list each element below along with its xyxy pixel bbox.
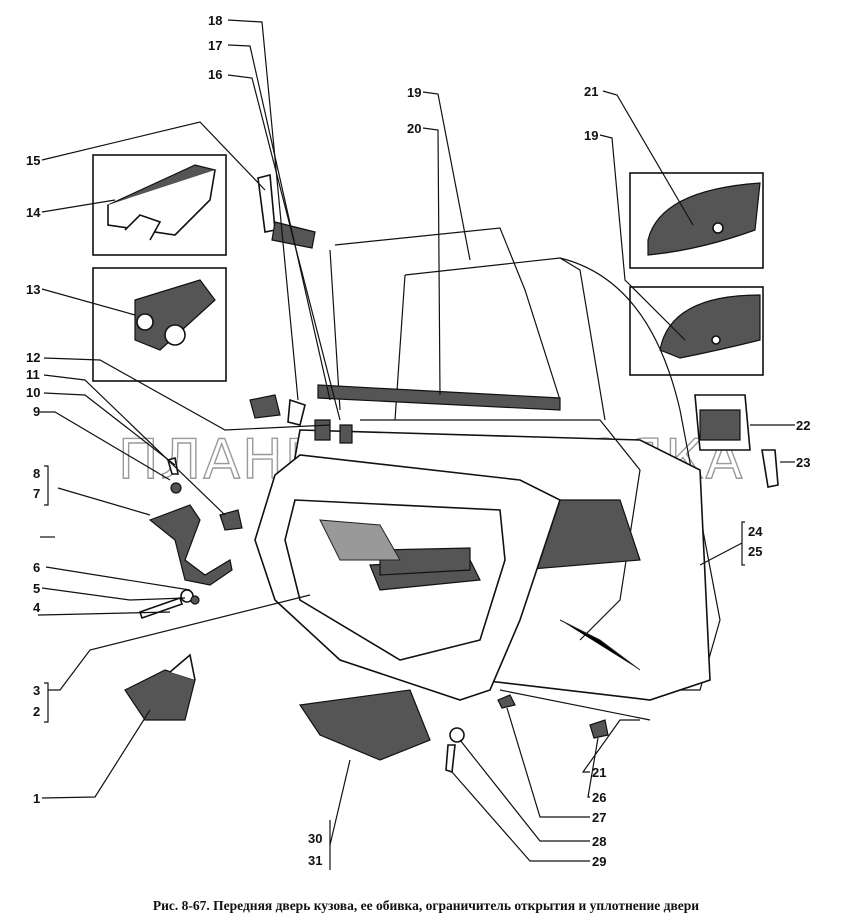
label-12: 12 bbox=[26, 350, 40, 365]
label-27: 27 bbox=[592, 810, 606, 825]
label-13: 13 bbox=[26, 282, 40, 297]
label-7: 7 bbox=[33, 486, 40, 501]
label-22: 22 bbox=[796, 418, 810, 433]
label-16: 16 bbox=[208, 67, 222, 82]
bolt-5 bbox=[138, 589, 200, 620]
inset-seal-19 bbox=[629, 286, 764, 376]
label-3: 3 bbox=[33, 683, 40, 698]
pin-23 bbox=[761, 449, 779, 488]
label-23: 23 bbox=[796, 455, 810, 470]
label-2: 2 bbox=[33, 704, 40, 719]
label-1: 1 bbox=[33, 791, 40, 806]
part-labels: 1 3 2 6 5 4 8 7 9 10 11 12 13 14 15 16 1… bbox=[26, 13, 810, 869]
label-19-top: 19 bbox=[407, 85, 421, 100]
figure-caption: Рис. 8-67. Передняя дверь кузова, ее оби… bbox=[153, 898, 699, 913]
label-28: 28 bbox=[592, 834, 606, 849]
inset-seal-14 bbox=[92, 154, 227, 256]
label-20: 20 bbox=[407, 121, 421, 136]
label-29: 29 bbox=[592, 854, 606, 869]
limiter-8-7 bbox=[148, 504, 233, 586]
clip-12 bbox=[219, 509, 243, 531]
bolts-27-29 bbox=[445, 694, 516, 774]
label-24: 24 bbox=[748, 524, 763, 539]
label-4: 4 bbox=[33, 600, 41, 615]
label-6: 6 bbox=[33, 560, 40, 575]
armrest-1 bbox=[124, 653, 196, 721]
label-10: 10 bbox=[26, 385, 40, 400]
brackets-16-18 bbox=[249, 173, 353, 444]
label-21-bottom: 21 bbox=[592, 765, 606, 780]
label-18: 18 bbox=[208, 13, 222, 28]
inset-seal-21 bbox=[629, 172, 764, 269]
label-30: 30 bbox=[308, 831, 322, 846]
clip-21-26 bbox=[589, 719, 609, 739]
label-11: 11 bbox=[26, 367, 40, 382]
label-8: 8 bbox=[33, 466, 40, 481]
label-19-right: 19 bbox=[584, 128, 598, 143]
label-17: 17 bbox=[208, 38, 222, 53]
door-trim-panel bbox=[254, 454, 561, 701]
leader-lines bbox=[38, 19, 795, 870]
label-26: 26 bbox=[592, 790, 606, 805]
label-14: 14 bbox=[26, 205, 41, 220]
label-5: 5 bbox=[33, 581, 40, 596]
label-9: 9 bbox=[33, 404, 40, 419]
pocket-30-31 bbox=[298, 689, 431, 761]
label-21-top: 21 bbox=[584, 84, 598, 99]
label-31: 31 bbox=[308, 853, 322, 868]
door-window-frame bbox=[317, 227, 721, 691]
label-15: 15 bbox=[26, 153, 40, 168]
hinge-22 bbox=[694, 394, 751, 451]
label-25: 25 bbox=[748, 544, 762, 559]
inset-seal-13 bbox=[92, 267, 227, 382]
